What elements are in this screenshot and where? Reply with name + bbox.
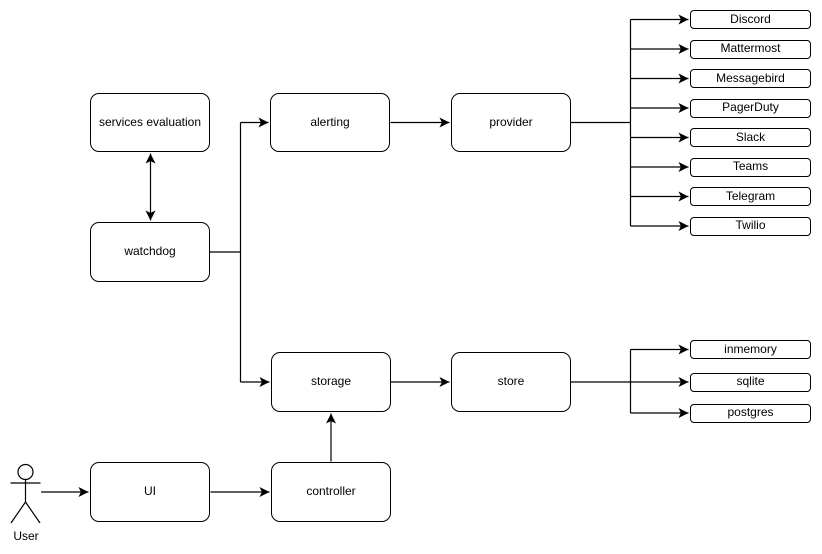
actor-right-leg bbox=[25, 501, 41, 524]
node-store-postgres: postgres bbox=[690, 403, 811, 423]
provider-twilio-label: Twilio bbox=[735, 218, 766, 233]
node-provider-teams: Teams bbox=[690, 157, 811, 177]
provider-slack-label: Slack bbox=[735, 129, 766, 144]
node-controller-label: controller bbox=[306, 484, 356, 499]
provider-messagebird-label: Messagebird bbox=[716, 70, 785, 85]
node-provider-messagebird: Messagebird bbox=[690, 69, 811, 88]
actor-head bbox=[17, 463, 34, 481]
node-services-evaluation-label: services evaluation bbox=[98, 114, 202, 129]
user-actor-figure bbox=[10, 463, 41, 524]
node-storage-label: storage bbox=[310, 374, 352, 389]
node-watchdog: watchdog bbox=[90, 222, 210, 282]
node-provider-telegram: Telegram bbox=[690, 187, 811, 206]
node-services-evaluation: services evaluation bbox=[90, 93, 210, 152]
provider-discord-label: Discord bbox=[730, 11, 771, 26]
user-actor-label: User bbox=[13, 529, 39, 543]
node-provider-slack: Slack bbox=[690, 128, 811, 147]
actor-left-leg bbox=[10, 501, 26, 524]
node-store-inmemory: inmemory bbox=[690, 340, 811, 359]
provider-teams-label: Teams bbox=[732, 159, 769, 174]
node-provider-pagerduty: PagerDuty bbox=[690, 98, 811, 118]
node-controller: controller bbox=[271, 462, 391, 522]
node-provider-label: provider bbox=[489, 114, 533, 129]
provider-mattermost-label: Mattermost bbox=[720, 41, 781, 56]
node-store-sqlite: sqlite bbox=[690, 372, 811, 392]
provider-telegram-label: Telegram bbox=[725, 188, 776, 203]
node-watchdog-label: watchdog bbox=[124, 244, 176, 259]
node-alerting-label: alerting bbox=[310, 114, 350, 129]
node-provider-discord: Discord bbox=[690, 10, 811, 29]
node-store-label: store bbox=[497, 374, 525, 389]
node-alerting: alerting bbox=[270, 93, 390, 152]
node-store: store bbox=[451, 352, 571, 412]
store-sqlite-label: sqlite bbox=[736, 374, 765, 389]
node-ui-label: UI bbox=[144, 484, 156, 499]
node-provider: provider bbox=[451, 93, 571, 152]
node-storage: storage bbox=[271, 352, 391, 412]
store-inmemory-label: inmemory bbox=[724, 341, 777, 356]
node-ui: UI bbox=[90, 462, 210, 522]
provider-pagerduty-label: PagerDuty bbox=[722, 100, 779, 115]
store-postgres-label: postgres bbox=[727, 405, 774, 420]
node-provider-mattermost: Mattermost bbox=[690, 39, 811, 59]
node-provider-twilio: Twilio bbox=[690, 216, 811, 236]
